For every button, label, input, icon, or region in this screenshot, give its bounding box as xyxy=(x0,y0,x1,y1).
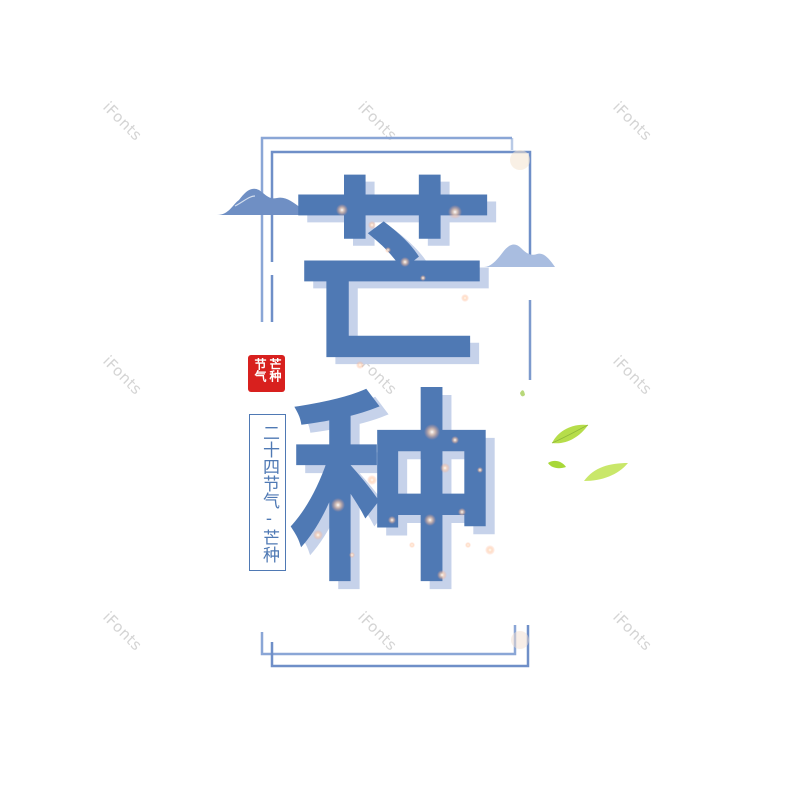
mountain-left-icon xyxy=(217,188,313,215)
side-label-text: 二十四节气-芒种 xyxy=(259,424,279,563)
side-label-box: 二十四节气-芒种 xyxy=(245,410,290,575)
seal-text: 芒种节气 xyxy=(253,358,282,382)
red-seal-stamp: 芒种节气 xyxy=(248,355,285,392)
leaves-decoration xyxy=(520,390,628,481)
title-char-2: 种 xyxy=(290,373,495,611)
title-char-1-shadow: 芒 xyxy=(299,168,504,406)
mountain-right-icon xyxy=(484,244,555,267)
side-label-frame xyxy=(249,414,286,571)
